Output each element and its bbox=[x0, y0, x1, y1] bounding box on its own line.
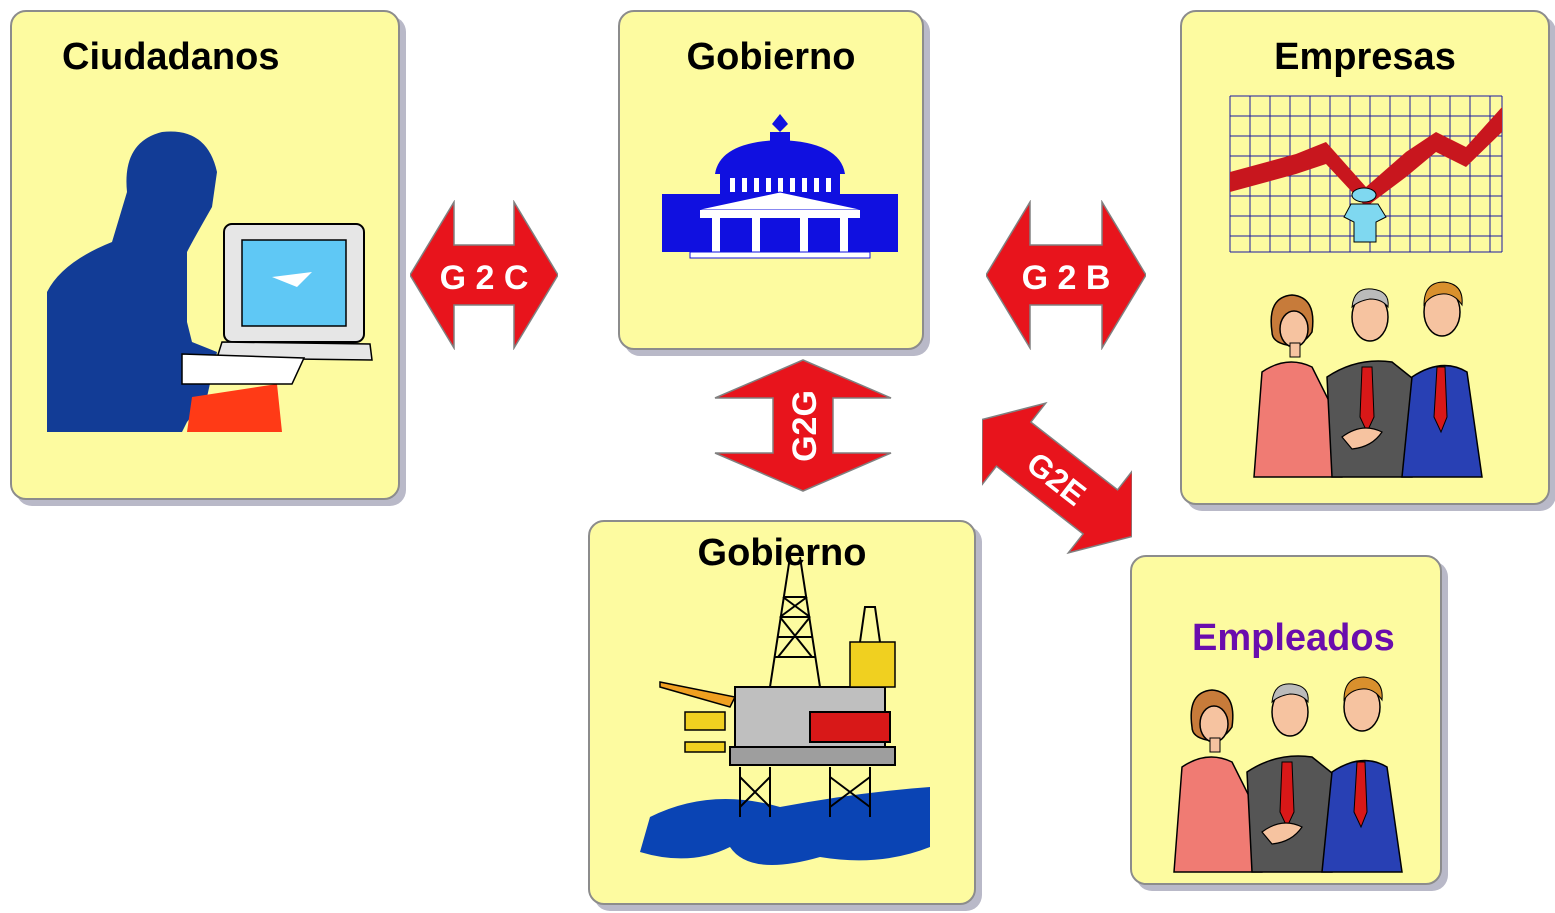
g2g-label: G2G bbox=[786, 390, 824, 462]
government-top-card: Gobierno bbox=[618, 10, 924, 350]
government-bottom-title: Gobierno bbox=[697, 532, 867, 574]
government-bottom-card: Gobierno bbox=[588, 520, 976, 905]
g2c-arrow: G 2 C bbox=[410, 200, 558, 350]
growth-chart-icon bbox=[1229, 95, 1503, 253]
businesses-card: Empresas bbox=[1180, 10, 1550, 505]
g2e-arrow: G2E bbox=[982, 401, 1132, 555]
g2b-label: G 2 B bbox=[1022, 259, 1111, 297]
businesses-title: Empresas bbox=[1274, 36, 1456, 78]
handshake-people-icon bbox=[1253, 281, 1483, 478]
g2b-arrow: G 2 B bbox=[986, 200, 1146, 350]
employees-title: Empleados bbox=[1192, 617, 1395, 659]
g2g-arrow: G2G bbox=[714, 359, 892, 492]
citizens-card: Ciudadanos bbox=[10, 10, 400, 500]
employees-card: Empleados bbox=[1130, 555, 1442, 885]
handshake-people-icon bbox=[1173, 676, 1403, 873]
g2c-label: G 2 C bbox=[440, 259, 529, 297]
citizens-title: Ciudadanos bbox=[62, 36, 280, 78]
capitol-building-icon bbox=[662, 114, 898, 259]
oil-platform-icon bbox=[640, 556, 930, 865]
person-at-computer-icon bbox=[47, 131, 373, 432]
government-top-title: Gobierno bbox=[686, 36, 856, 78]
